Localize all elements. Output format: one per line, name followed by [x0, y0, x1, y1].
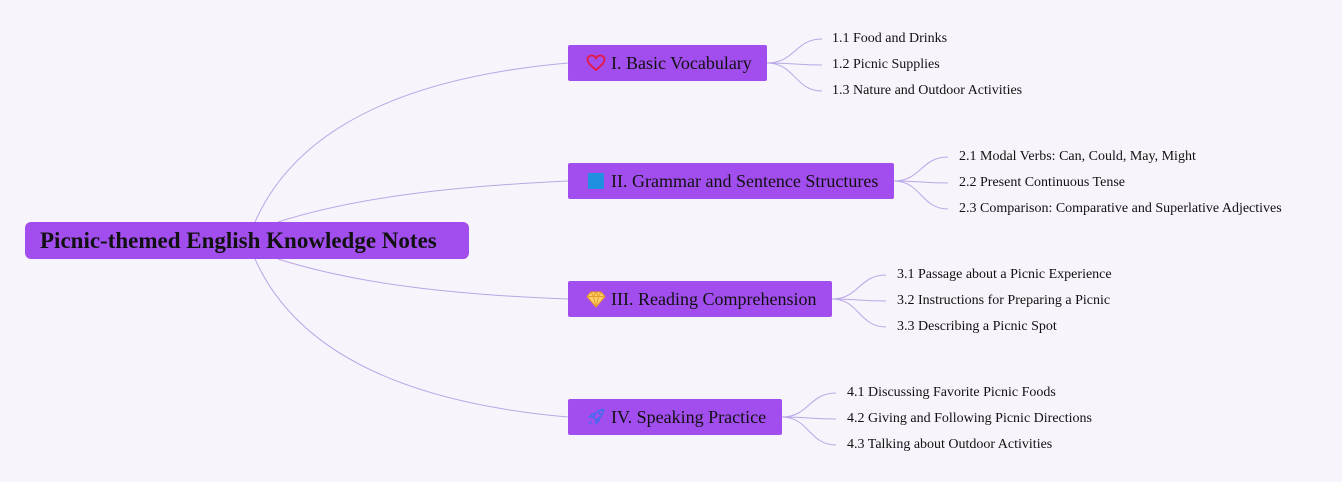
branch-label: I. Basic Vocabulary: [611, 52, 752, 73]
branch-node-basic-vocabulary[interactable]: I. Basic Vocabulary: [568, 45, 767, 81]
diamond-icon: [586, 289, 606, 309]
connector-branch-2-leaf-1: [893, 156, 949, 182]
connector-branch-1-leaf-3: [766, 62, 823, 92]
branch-node-reading[interactable]: III. Reading Comprehension: [568, 281, 832, 317]
leaf-item[interactable]: 4.1 Discussing Favorite Picnic Foods: [847, 385, 1056, 400]
leaf-item[interactable]: 3.3 Describing a Picnic Spot: [897, 319, 1057, 334]
leaf-item[interactable]: 1.1 Food and Drinks: [832, 31, 948, 46]
leaf-item[interactable]: 2.1 Modal Verbs: Can, Could, May, Might: [959, 149, 1196, 164]
connector-branch-4-leaf-1: [781, 392, 837, 418]
rocket-icon: [586, 407, 606, 427]
blue-square-icon: [586, 171, 606, 191]
branch-node-grammar[interactable]: II. Grammar and Sentence Structures: [568, 163, 894, 199]
connector-branch-4-leaf-3: [781, 416, 837, 446]
root-node[interactable]: Picnic-themed English Knowledge Notes: [25, 222, 469, 259]
branch-label: II. Grammar and Sentence Structures: [611, 170, 879, 191]
connector-root-branch-1: [254, 62, 569, 223]
leaf-item[interactable]: 2.2 Present Continuous Tense: [959, 175, 1125, 190]
leaf-item[interactable]: 3.2 Instructions for Preparing a Picnic: [897, 293, 1111, 308]
connector-branch-3-leaf-3: [831, 298, 887, 328]
leaf-item[interactable]: 1.2 Picnic Supplies: [832, 57, 940, 72]
connector-branch-2-leaf-3: [893, 180, 949, 210]
connector-root-branch-2: [277, 180, 569, 223]
leaf-item[interactable]: 3.1 Passage about a Picnic Experience: [897, 267, 1112, 282]
branch-node-speaking[interactable]: IV. Speaking Practice: [568, 399, 782, 435]
branch-label: III. Reading Comprehension: [611, 288, 817, 309]
connector-branch-1-leaf-1: [766, 38, 823, 64]
heart-icon: [586, 53, 606, 73]
leaf-item[interactable]: 4.3 Talking about Outdoor Activities: [847, 437, 1053, 452]
root-node-label: Picnic-themed English Knowledge Notes: [40, 227, 437, 253]
connector-branch-3-leaf-1: [831, 274, 887, 300]
leaf-item[interactable]: 4.2 Giving and Following Picnic Directio…: [847, 411, 1092, 426]
connector-root-branch-4: [254, 258, 569, 418]
connector-root-branch-3: [277, 258, 569, 300]
leaf-item[interactable]: 2.3 Comparison: Comparative and Superlat…: [959, 201, 1282, 216]
leaf-item[interactable]: 1.3 Nature and Outdoor Activities: [832, 83, 1023, 98]
branch-label: IV. Speaking Practice: [611, 406, 767, 427]
